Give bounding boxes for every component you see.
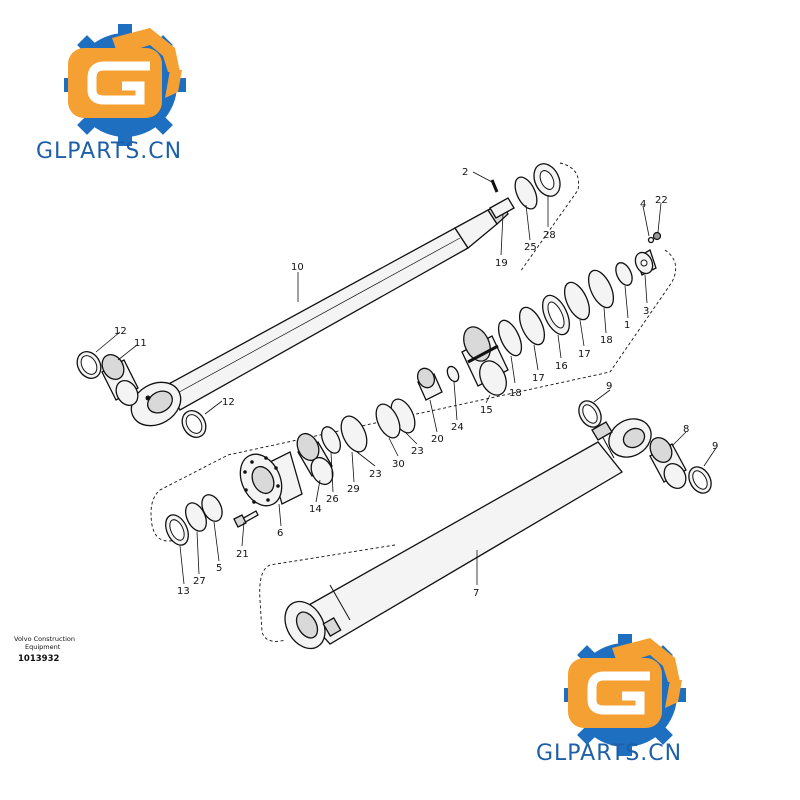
- callout-9-top: 9: [606, 381, 612, 392]
- callout-12-right: 12: [222, 397, 235, 408]
- drawing-caption: Volvo Construction Equipment 1013932: [14, 635, 75, 664]
- callout-18-left: 18: [509, 388, 522, 399]
- caption-company-sub: Equipment: [25, 643, 61, 651]
- callout-18-right: 18: [600, 335, 613, 346]
- callout-19: 19: [495, 258, 508, 269]
- glparts-logo-top: GLPARTS.CN: [36, 24, 186, 164]
- callout-25: 25: [524, 242, 537, 253]
- callout-22: 22: [655, 195, 668, 206]
- glparts-logo-bottom: GLPARTS.CN: [536, 634, 686, 766]
- callout-24: 24: [451, 422, 464, 433]
- callout-3: 3: [643, 306, 649, 317]
- callout-15: 15: [480, 405, 493, 416]
- group-outline-seals: [150, 249, 677, 542]
- callout-17-left: 17: [532, 373, 545, 384]
- callout-labels: 2 19 25 28 10 11 12 12 4 22 3 1 18 17 16…: [114, 167, 718, 599]
- callout-8: 8: [683, 424, 689, 435]
- piston-nut: [634, 249, 657, 276]
- callout-28: 28: [543, 230, 556, 241]
- watermark-text-bottom: GLPARTS.CN: [536, 741, 682, 766]
- piston: [461, 326, 509, 396]
- lock-pin: [489, 197, 515, 219]
- o-ring: [615, 262, 633, 286]
- bushing: [101, 354, 139, 406]
- rod-bushing: [296, 432, 334, 486]
- excavator-arm-icon: [112, 28, 182, 98]
- callout-4: 4: [640, 199, 646, 210]
- callout-2: 2: [462, 167, 468, 178]
- callout-10: 10: [291, 262, 304, 273]
- g-letter-icon: [568, 658, 662, 728]
- g-letter-icon: [68, 48, 162, 118]
- callout-12-left: 12: [114, 326, 127, 337]
- callout-17-right: 17: [578, 349, 591, 360]
- callout-30: 30: [392, 459, 405, 470]
- callout-16: 16: [555, 361, 568, 372]
- document-number: 1013932: [18, 654, 59, 664]
- callout-6: 6: [277, 528, 283, 539]
- o-ring-small: [446, 365, 460, 383]
- buffer-ring: [340, 415, 368, 453]
- hex-bolt: [233, 510, 259, 528]
- cylinder-head: [239, 451, 303, 507]
- piston-rod: [130, 202, 509, 427]
- callout-1: 1: [624, 320, 630, 331]
- excavator-arm-icon: [612, 638, 682, 708]
- back-up-ring-2: [518, 306, 546, 346]
- cylinder-tube: [284, 418, 652, 650]
- callout-5: 5: [216, 563, 222, 574]
- callout-20: 20: [431, 434, 444, 445]
- cushion-ring: [416, 367, 443, 401]
- back-up-ring-head: [185, 502, 207, 532]
- callout-23-right: 23: [411, 446, 424, 457]
- watermark-text-top: GLPARTS.CN: [36, 139, 182, 164]
- callout-21: 21: [236, 549, 249, 560]
- set-screw: [652, 231, 662, 241]
- caption-company: Volvo Construction: [14, 635, 75, 643]
- callout-29: 29: [347, 484, 360, 495]
- cotter-pin: [490, 179, 499, 193]
- ball: [647, 236, 655, 244]
- snap-ring-2: [320, 426, 342, 454]
- rod-seal: [375, 403, 401, 439]
- callout-13: 13: [177, 586, 190, 597]
- callout-26: 26: [326, 494, 339, 505]
- callout-27: 27: [193, 576, 206, 587]
- snap-ring: [514, 176, 538, 210]
- callout-9-right: 9: [712, 441, 718, 452]
- back-up-ring: [563, 281, 591, 321]
- leader-lines: [95, 171, 717, 585]
- wear-ring-2: [497, 319, 523, 357]
- wear-ring: [587, 269, 615, 309]
- callout-11: 11: [134, 338, 147, 349]
- callout-7: 7: [473, 588, 479, 599]
- bushing-tube: [649, 437, 687, 489]
- callout-14: 14: [309, 504, 322, 515]
- group-outline-tube: [259, 544, 396, 642]
- callout-23-left: 23: [369, 469, 382, 480]
